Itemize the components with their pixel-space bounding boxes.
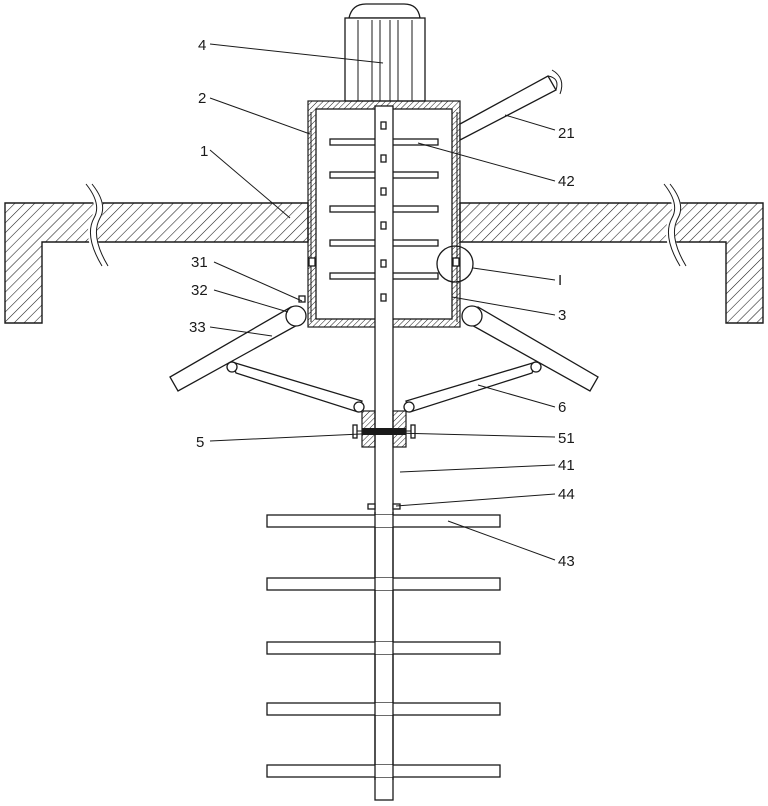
- lower-paddles: [266, 512, 501, 780]
- label-21: 21: [558, 125, 575, 142]
- detail-circle-I: [436, 245, 474, 283]
- sliding-collar: [352, 410, 416, 448]
- label-42: 42: [558, 173, 575, 190]
- label-43: 43: [558, 553, 575, 570]
- stirring-shaft: [374, 105, 394, 801]
- label-6: 6: [558, 399, 566, 416]
- label-3: 3: [558, 307, 566, 324]
- label-I: I: [558, 272, 562, 289]
- feed-pipe: [459, 69, 563, 142]
- label-31: 31: [191, 254, 208, 271]
- leader-lines: [209, 43, 556, 561]
- label-44: 44: [558, 486, 575, 503]
- reference-labels: 4 2 1 31 32 33 5 21 42 I 3 6 51 41 44 43: [189, 37, 575, 570]
- label-33: 33: [189, 319, 206, 336]
- locking-pin: [367, 503, 401, 510]
- motor: [344, 3, 426, 102]
- linkage-rods: [226, 361, 542, 413]
- support-legs: [169, 295, 599, 392]
- label-5: 5: [196, 434, 204, 451]
- label-1: 1: [200, 143, 208, 160]
- label-4: 4: [198, 37, 206, 54]
- platform-slab: [4, 181, 764, 324]
- label-41: 41: [558, 457, 575, 474]
- label-32: 32: [191, 282, 208, 299]
- label-2: 2: [198, 90, 206, 107]
- label-51: 51: [558, 430, 575, 447]
